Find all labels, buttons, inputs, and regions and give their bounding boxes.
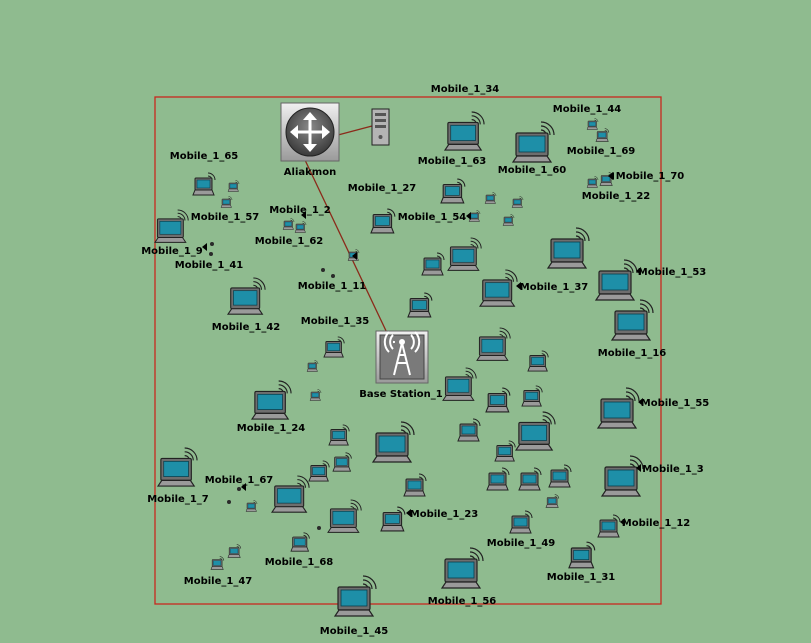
mobile-node-label: Mobile_1_70: [616, 171, 685, 182]
mobile-node-label: Mobile_1_2: [269, 205, 331, 216]
node-dot: [317, 526, 321, 530]
node-dot: [321, 268, 325, 272]
label-pointer: [620, 518, 625, 526]
server-node[interactable]: [371, 108, 390, 146]
mobile-node-label: Mobile_1_27: [348, 183, 417, 194]
label-pointer: [241, 483, 246, 491]
mobile-node-label: Mobile_1_56: [428, 596, 497, 607]
mobile-node-label: Mobile_1_34: [431, 84, 500, 95]
base-station-label: Base Station_1: [359, 389, 443, 400]
label-pointer: [301, 211, 306, 219]
label-pointer: [466, 212, 471, 220]
mobile-node-label: Mobile_1_49: [487, 538, 556, 549]
mobile-node-label: Mobile_1_45: [320, 626, 389, 637]
mobile-node-label: Mobile_1_57: [191, 212, 260, 223]
node-dot: [227, 500, 231, 504]
mobile-node-label: Mobile_1_44: [553, 104, 622, 115]
link-router-server: [337, 125, 373, 136]
label-pointer: [636, 267, 641, 275]
mobile-node-label: Mobile_1_55: [641, 398, 710, 409]
mobile-node-label: Mobile_1_3: [642, 464, 704, 475]
antenna-tower-icon: [383, 331, 421, 376]
mobile-node-label: Mobile_1_68: [265, 557, 334, 568]
base-station-node[interactable]: [375, 330, 429, 384]
mobile-node-label: Mobile_1_62: [255, 236, 324, 247]
mobile-node-label: Mobile_1_7: [147, 494, 209, 505]
mobile-node-label: Mobile_1_41: [175, 260, 244, 271]
label-pointer: [352, 252, 357, 260]
router-node[interactable]: [280, 102, 340, 162]
router-label: Aliakmon: [284, 167, 336, 178]
mobile-node-label: Mobile_1_37: [520, 282, 589, 293]
mobile-node-label: Mobile_1_22: [582, 191, 651, 202]
mobile-node-label: Mobile_1_16: [598, 348, 667, 359]
mobile-node-label: Mobile_1_42: [212, 322, 281, 333]
mobile-node-label: Mobile_1_12: [622, 518, 691, 529]
mobile-node-label: Mobile_1_47: [184, 576, 253, 587]
mobile-node-label: Mobile_1_31: [547, 572, 616, 583]
node-dot: [210, 242, 214, 246]
mobile-node-label: Mobile_1_69: [567, 146, 636, 157]
mobile-node-label: Mobile_1_60: [498, 165, 567, 176]
label-pointer: [202, 243, 207, 251]
mobile-node-label: Mobile_1_63: [418, 156, 487, 167]
mobile-node-label: Mobile_1_54: [398, 212, 467, 223]
mobile-node-label: Mobile_1_65: [170, 151, 239, 162]
mobile-node-label: Mobile_1_23: [410, 509, 479, 520]
label-pointer: [516, 282, 521, 290]
node-dot: [331, 274, 335, 278]
mobile-node-label: Mobile_1_35: [301, 316, 370, 327]
mobile-node-label: Mobile_1_11: [298, 281, 367, 292]
link-router-base-station: [304, 159, 389, 336]
mobile-node-label: Mobile_1_67: [205, 475, 274, 486]
label-pointer: [636, 464, 641, 472]
simulation-boundary: [154, 96, 662, 605]
label-pointer: [638, 398, 643, 406]
label-pointer: [406, 509, 411, 517]
node-dot: [237, 487, 241, 491]
mobile-node-label: Mobile_1_9: [141, 246, 203, 257]
mobile-node-label: Mobile_1_53: [638, 267, 707, 278]
mobile-node-label: Mobile_1_24: [237, 423, 306, 434]
label-pointer: [608, 172, 613, 180]
node-dot: [209, 252, 213, 256]
